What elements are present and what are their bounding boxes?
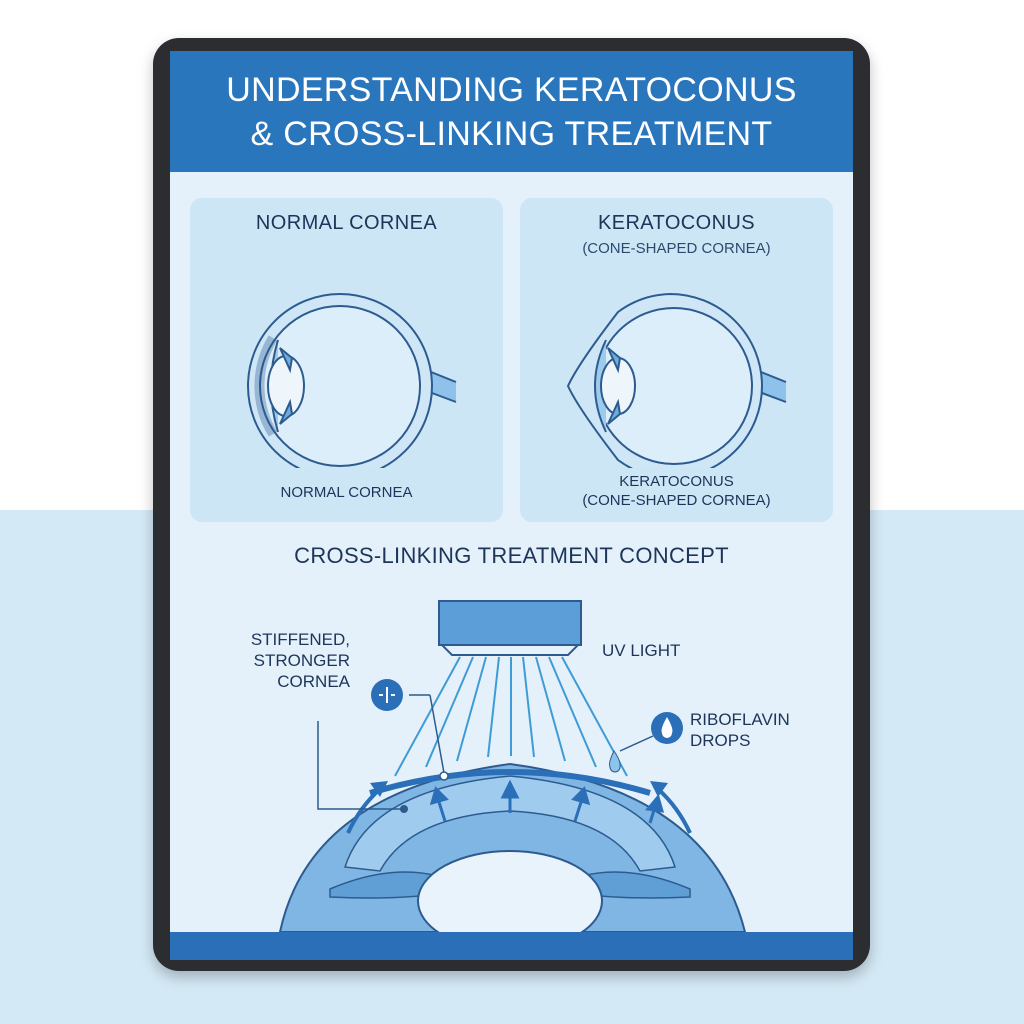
riboflavin-callout — [609, 712, 683, 773]
riboflavin-line-2: DROPS — [690, 731, 751, 750]
title-line-2: & CROSS-LINKING TREATMENT — [250, 114, 773, 153]
uv-rays — [394, 656, 628, 777]
poster-header: UNDERSTANDING KERATOCONUS & CROSS-LINKIN… — [170, 51, 853, 172]
footer-bar — [170, 932, 853, 960]
keratoconus-panel: KERATOCONUS (CONE-SHAPED CORNEA) KERATOC… — [520, 198, 833, 522]
treatment-section-title: CROSS-LINKING TREATMENT CONCEPT — [294, 543, 729, 568]
stiffened-line-1: STIFFENED, — [250, 630, 350, 649]
normal-cornea-panel: NORMAL CORNEA NORMAL CORNEA — [190, 198, 503, 522]
stiffened-line-3: CORNEA — [277, 672, 350, 691]
uv-light-label: UV LIGHT — [602, 641, 681, 660]
normal-panel-caption: NORMAL CORNEA — [280, 484, 413, 501]
cross-linking-illustration — [278, 600, 747, 932]
keratoconus-caption-line-2: (CONE-SHAPED CORNEA) — [582, 492, 771, 509]
eye-cross-section — [278, 762, 747, 932]
keratoconus-panel-subtitle: (CONE-SHAPED CORNEA) — [582, 240, 771, 257]
stiffened-callout — [317, 679, 449, 813]
stiffened-line-2: STRONGER — [253, 651, 350, 670]
riboflavin-line-1: RIBOFLAVIN — [690, 710, 790, 729]
tablet-frame: UNDERSTANDING KERATOCONUS & CROSS-LINKIN… — [153, 38, 870, 971]
keratoconus-caption-line-1: KERATOCONUS — [619, 473, 734, 490]
title-line-1: UNDERSTANDING KERATOCONUS — [226, 70, 797, 109]
tablet-screen: UNDERSTANDING KERATOCONUS & CROSS-LINKIN… — [170, 51, 853, 960]
keratoconus-panel-caption: KERATOCONUS (CONE-SHAPED CORNEA) — [520, 472, 833, 510]
uv-lamp — [438, 600, 582, 656]
normal-eye-diagram — [247, 293, 457, 468]
riboflavin-label: RIBOFLAVIN DROPS — [690, 709, 790, 751]
upward-arrows — [429, 779, 665, 824]
stiffened-cornea-label: STIFFENED, STRONGER CORNEA — [230, 629, 350, 692]
keratoconus-panel-title: KERATOCONUS — [597, 212, 756, 234]
keratoconus-eye-diagram — [566, 292, 787, 468]
normal-panel-title: NORMAL CORNEA — [255, 212, 438, 234]
